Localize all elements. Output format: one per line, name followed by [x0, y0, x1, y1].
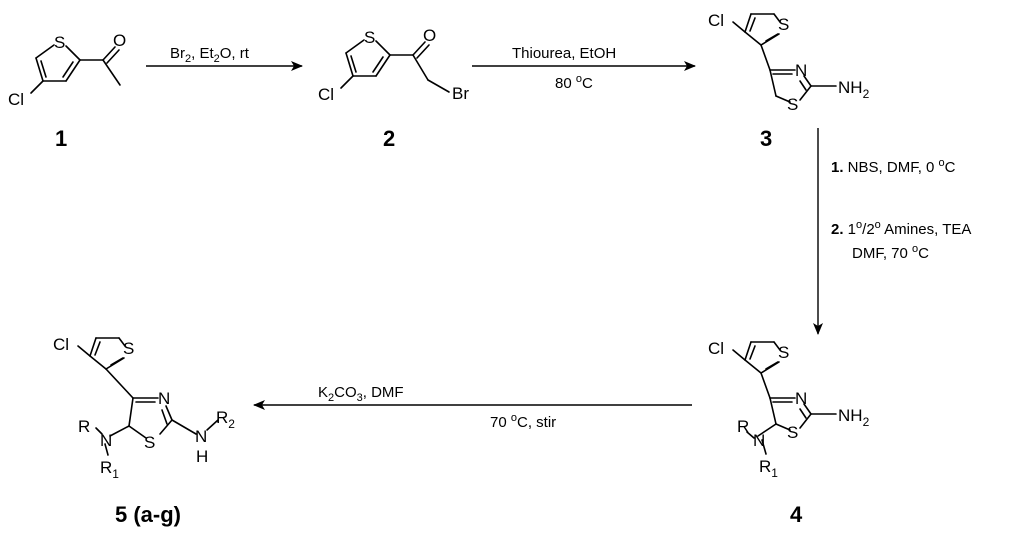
compound-5-atom-nh-h: H [196, 447, 208, 466]
compound-2-number: 2 [383, 126, 395, 151]
step-3-line-1: 1. NBS, DMF, 0 oC [831, 157, 956, 176]
compound-1-atom-s: S [54, 33, 65, 52]
compound-4-atom-s-thiazole: S [787, 423, 798, 442]
compound-5-structure: S Cl N S R N R1 N H R2 [53, 335, 235, 481]
step-4-reagents: K2CO3, DMF [318, 384, 404, 404]
compound-4-structure: S Cl N S NH2 R N R1 [708, 339, 870, 480]
compound-5-atom-s-thiazole: S [144, 433, 155, 452]
compound-2-structure: S O Cl Br [318, 26, 469, 104]
compound-5-atom-nh-n: N [195, 427, 207, 446]
compound-1-atom-cl: Cl [8, 90, 24, 109]
compound-5-atom-r: R [78, 417, 90, 436]
compound-2-atom-cl: Cl [318, 85, 334, 104]
compound-3-atom-cl: Cl [708, 11, 724, 30]
compound-2-atom-br: Br [452, 84, 469, 103]
compound-1-number: 1 [55, 126, 67, 151]
compound-5-atom-n-amine: N [100, 431, 112, 450]
compound-5-number: 5 (a-g) [115, 502, 181, 527]
compound-5-atom-n: N [158, 389, 170, 408]
step-2-reagent: Thiourea, EtOH [512, 45, 616, 62]
step-3-line-3: DMF, 70 oC [852, 243, 929, 262]
compound-2-atom-o: O [423, 26, 436, 45]
compound-4-atom-r1: R1 [759, 457, 778, 480]
compound-1-atom-o: O [113, 31, 126, 50]
compound-5-atom-cl: Cl [53, 335, 69, 354]
compound-5-atom-s-thiophene: S [123, 339, 134, 358]
compound-2-atom-s: S [364, 28, 375, 47]
compound-4-number: 4 [790, 502, 803, 527]
compound-4-atom-n-amine: N [753, 431, 765, 450]
compound-5-atom-r2: R2 [216, 408, 235, 431]
step-3-line-2: 2. 1o/2o Amines, TEA [831, 219, 971, 238]
compound-4-atom-cl: Cl [708, 339, 724, 358]
compound-5-atom-r1: R1 [100, 458, 119, 481]
compound-4-atom-s-thiophene: S [778, 343, 789, 362]
compound-3-atom-s-thiophene: S [778, 15, 789, 34]
compound-1-structure: S O Cl [8, 31, 126, 109]
compound-4-atom-n: N [795, 389, 807, 408]
step-2-temperature: 80 oC [555, 73, 593, 92]
step-4-temperature: 70 oC, stir [490, 412, 556, 431]
compound-3-structure: S Cl N S NH2 [708, 11, 870, 114]
step-1-reagents: Br2, Et2O, rt [170, 45, 250, 65]
compound-3-atom-s-thiazole: S [787, 95, 798, 114]
compound-3-number: 3 [760, 126, 772, 151]
compound-4-atom-nh2: NH2 [838, 406, 870, 429]
compound-3-atom-nh2: NH2 [838, 78, 870, 101]
compound-4-atom-r: R [737, 417, 749, 436]
compound-3-atom-n: N [795, 61, 807, 80]
